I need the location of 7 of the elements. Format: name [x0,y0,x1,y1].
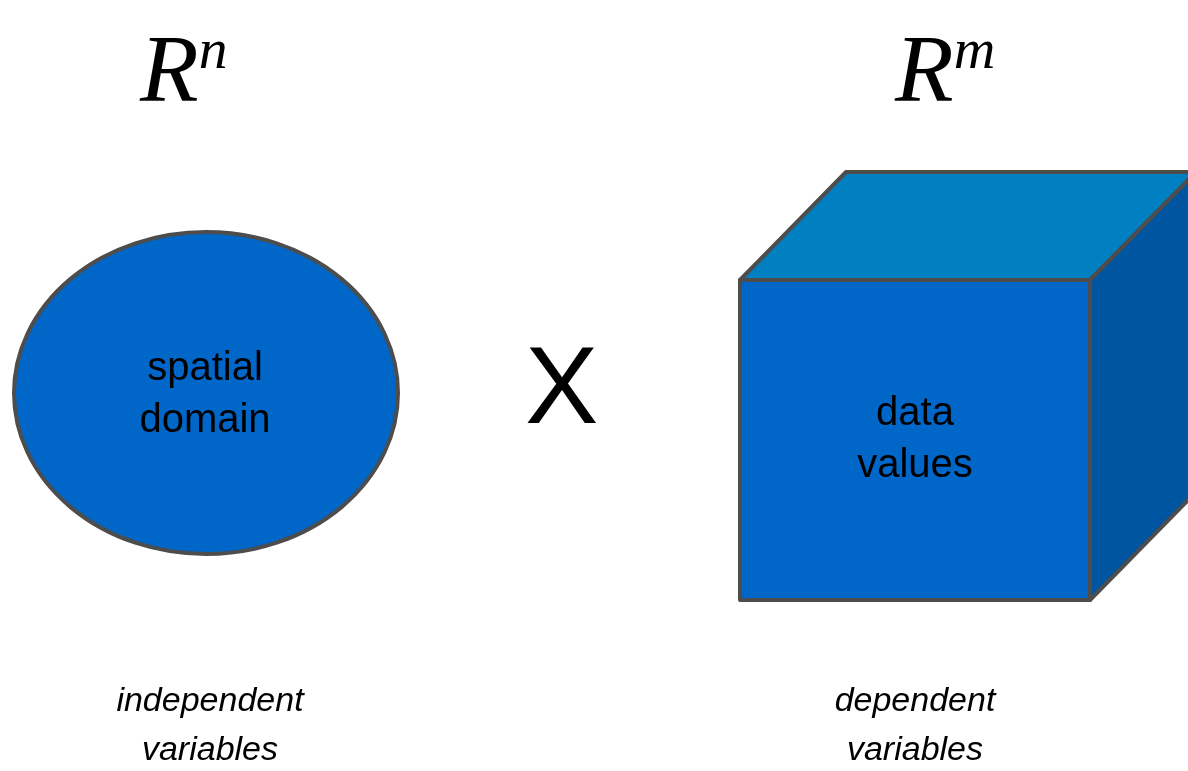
set-symbol: R$^{m}$ [895,20,996,117]
caption-text: dependent variables [833,679,998,770]
shape-label: data values [856,388,974,487]
shape-label: spatial domain [138,343,272,442]
operator-symbol: X [525,330,599,440]
caption-text: independent variables [115,679,306,770]
set-symbol: R$^{n}$ [140,20,228,117]
